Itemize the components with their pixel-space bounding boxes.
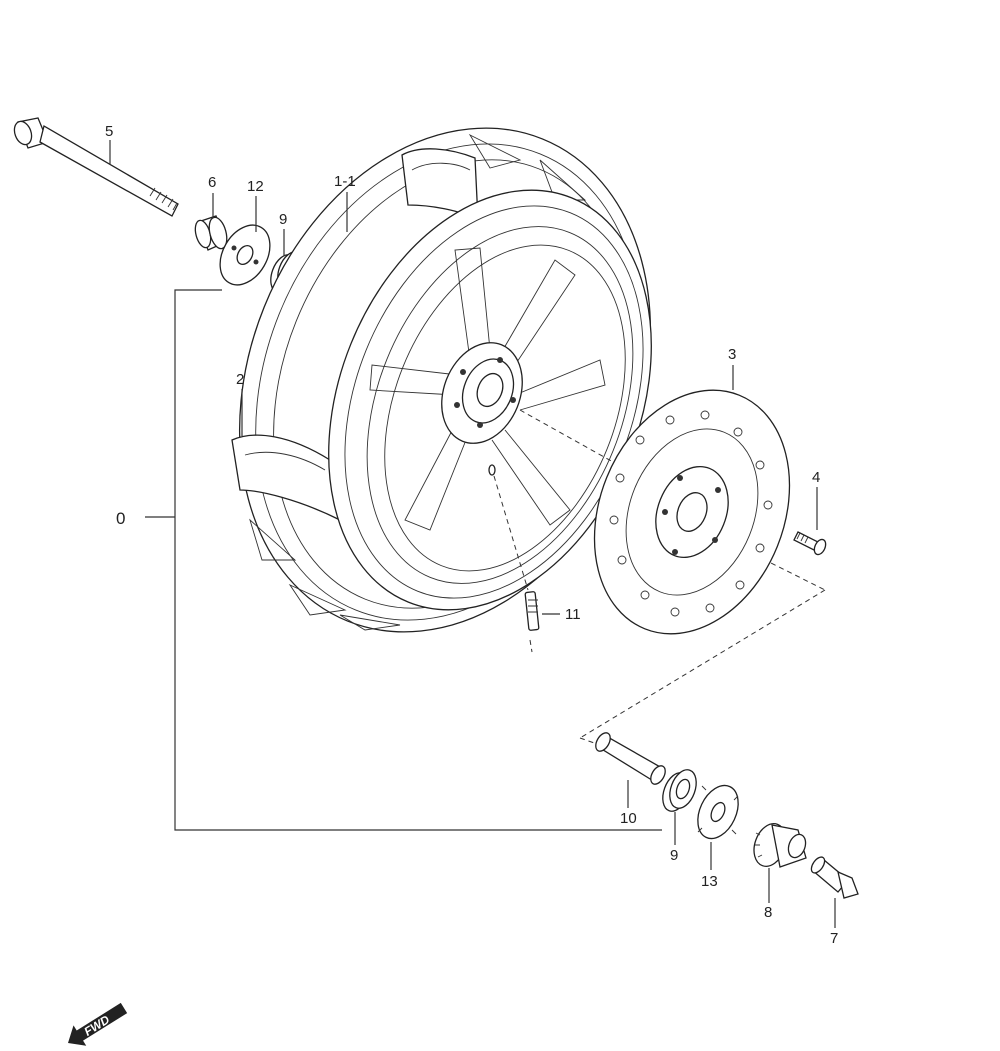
callout-13: 13 xyxy=(701,873,718,890)
brake-disc-part xyxy=(593,389,791,635)
fwd-direction-badge: FWD xyxy=(68,1002,128,1046)
callout-3: 3 xyxy=(728,346,736,363)
callout-4: 4 xyxy=(812,469,820,486)
callout-1-1: 1-1 xyxy=(334,173,356,190)
speedometer-gear-part xyxy=(753,823,807,868)
callout-8: 8 xyxy=(764,904,772,921)
callout-5: 5 xyxy=(105,123,113,140)
callout-7: 7 xyxy=(830,930,838,947)
callout-11: 11 xyxy=(565,606,581,623)
wheel-rim-and-tire xyxy=(231,127,652,633)
retainer-washer-part xyxy=(697,784,739,840)
assembly-bracket xyxy=(145,289,662,831)
callout-labels: 0 1-1 2 3 4 5 6 7 8 9 9 10 11 12 13 xyxy=(105,123,838,947)
disc-bolt-part xyxy=(793,531,827,556)
spacer-part xyxy=(595,732,666,785)
valve-part xyxy=(524,591,540,631)
callout-9-top: 9 xyxy=(279,211,287,228)
axle-part xyxy=(13,117,179,217)
collar-bottom-part xyxy=(810,856,859,899)
fwd-arrow-icon xyxy=(68,1002,128,1046)
callout-12: 12 xyxy=(247,178,264,195)
callout-2: 2 xyxy=(236,371,244,388)
callout-9-bottom: 9 xyxy=(670,847,678,864)
bearing-bottom-part xyxy=(662,769,697,812)
callout-6: 6 xyxy=(208,174,216,191)
callout-10: 10 xyxy=(620,810,637,827)
dust-seal-part xyxy=(219,224,271,286)
collar-part xyxy=(194,215,228,251)
callout-0: 0 xyxy=(116,509,125,528)
leader-lines xyxy=(109,140,836,928)
